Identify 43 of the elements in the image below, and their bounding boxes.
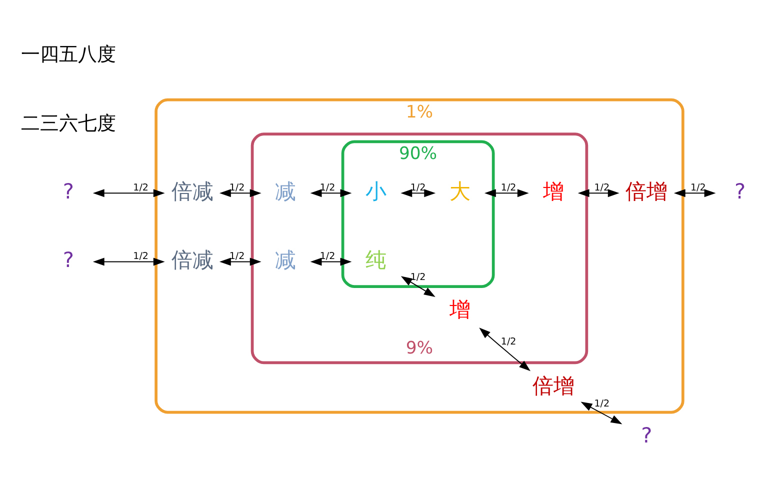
node-text: 纯 [366, 248, 387, 272]
edge-label: 1/2 [133, 250, 148, 262]
node-text: ? [641, 423, 652, 448]
edge-label: 1/2 [594, 398, 610, 410]
node-text: 倍减 [171, 179, 214, 204]
edge-label: 1/2 [133, 182, 148, 194]
node-text: 大 [449, 179, 470, 204]
edge-label: 1/2 [229, 182, 245, 194]
node-text: 倍减 [171, 248, 214, 272]
node-text: ? [62, 248, 74, 272]
node-text: 增 [542, 179, 564, 204]
node-text: ? [62, 179, 74, 204]
edge-label: 1/2 [690, 182, 706, 194]
label: 一四五八度 [20, 44, 116, 66]
edge-label: 1/2 [320, 250, 336, 262]
arrow [92, 258, 165, 266]
arrow [219, 189, 262, 198]
arrow [310, 258, 352, 266]
edge-label: 1/2 [500, 182, 516, 194]
edge-label: 1/2 [320, 182, 336, 194]
arrow [674, 189, 716, 198]
arrow [479, 328, 530, 372]
edge-label: 1/2 [594, 182, 610, 194]
node-text: 倍增 [532, 374, 574, 398]
node-text: 增 [449, 298, 470, 322]
arrow [219, 258, 262, 266]
node-text: ? [734, 179, 746, 204]
node-text: 倍增 [626, 179, 668, 204]
arrow [580, 402, 622, 424]
arrow [400, 276, 436, 297]
arrow [400, 189, 436, 198]
node-text: 减 [275, 248, 296, 272]
edge-label: 1/2 [500, 336, 516, 348]
arrow [578, 189, 620, 198]
edge-label: 1/2 [410, 272, 426, 283]
node-text: 小 [366, 179, 387, 204]
edge-label: 1/2 [229, 250, 245, 262]
edge-label: 1/2 [410, 182, 426, 194]
arrow [484, 189, 529, 198]
arrow [92, 189, 165, 198]
arrow [310, 189, 352, 198]
node-text: 减 [275, 179, 296, 204]
label: 二三六七度 [20, 112, 116, 134]
